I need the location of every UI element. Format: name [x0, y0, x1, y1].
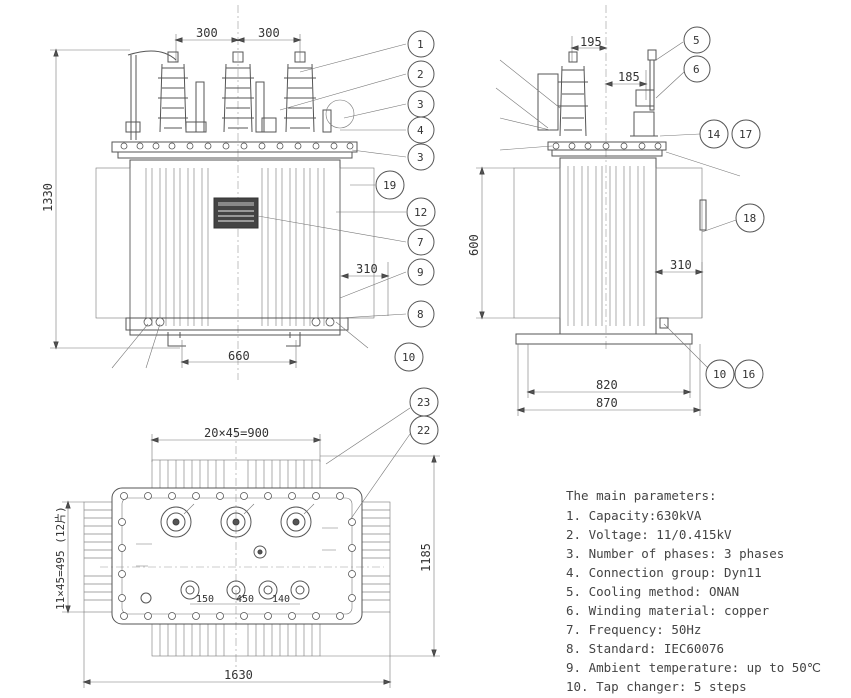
parameter-item: 7. Frequency: 50Hz	[566, 622, 701, 637]
callout-17: 17	[739, 128, 752, 141]
callout-2: 2	[417, 68, 424, 81]
radiator-fins-front	[145, 168, 325, 326]
callout-9: 9	[417, 266, 424, 279]
callout-10-front: 10	[402, 351, 415, 364]
callout-16: 16	[742, 368, 755, 381]
callout-5: 5	[693, 34, 700, 47]
top-callouts: 23 22	[409, 387, 439, 445]
hv-bushings-top	[160, 503, 315, 538]
cover-bolts	[120, 142, 354, 150]
dim-150: 150	[196, 594, 214, 605]
dim-140: 140	[272, 594, 290, 605]
callout-19: 19	[383, 179, 396, 192]
callout-7: 7	[417, 236, 424, 249]
callout-10-side: 10	[713, 368, 726, 381]
callout-6: 6	[693, 63, 700, 76]
dim-1630: 1630	[224, 668, 253, 682]
callout-12: 12	[414, 206, 427, 219]
parameter-item: 3. Number of phases: 3 phases	[566, 546, 784, 561]
dim-1330: 1330	[41, 183, 55, 212]
dim-1185: 1185	[419, 543, 433, 572]
callout-18: 18	[743, 212, 756, 225]
callout-23: 23	[417, 396, 430, 409]
dim-600: 600	[467, 234, 481, 256]
callout-8: 8	[417, 308, 424, 321]
dim-310-front: 310	[356, 262, 378, 276]
lv-bushings-top	[180, 580, 310, 600]
dim-310-side: 310	[670, 258, 692, 272]
top-view: 20×45=900	[54, 407, 440, 688]
dim-300-right: 300	[258, 26, 280, 40]
dim-195: 195	[580, 35, 602, 49]
callout-22: 22	[417, 424, 430, 437]
parameters-heading: The main parameters:	[566, 488, 717, 503]
dim-20x45: 20×45=900	[204, 426, 269, 440]
dim-820: 820	[596, 378, 618, 392]
dim-660: 660	[228, 349, 250, 363]
parameter-item: 9. Ambient temperature: up to 50℃	[566, 660, 821, 675]
parameter-item: 6. Winding material: copper	[566, 603, 770, 618]
front-view: 300 300 1330	[41, 5, 407, 380]
parameter-item: 2. Voltage: 11/0.415kV	[566, 527, 732, 542]
hv-bushing-right	[284, 51, 316, 133]
dim-11x45: 11×45=495 (12片)	[54, 506, 67, 610]
callout-14: 14	[707, 128, 721, 141]
parameter-item: 1. Capacity:630kVA	[566, 508, 702, 523]
callout-4: 4	[417, 124, 424, 137]
dim-450: 450	[236, 594, 254, 605]
tank-body	[129, 159, 341, 336]
side-callouts: 5 6 14 17 18 10 16	[683, 26, 765, 389]
radiator-fins-side	[567, 166, 645, 326]
left-fins	[83, 501, 113, 613]
parameter-item: 8. Standard: IEC60076	[566, 641, 724, 656]
parameters-list: The main parameters: 1. Capacity:630kVA …	[566, 488, 821, 694]
hv-bushing-left	[158, 51, 188, 133]
callout-1: 1	[417, 38, 424, 51]
dim-185: 185	[618, 70, 640, 84]
dim-300-left: 300	[196, 26, 218, 40]
top-cover-bolts	[118, 492, 356, 620]
parameter-item: 4. Connection group: Dyn11	[566, 565, 762, 580]
top-fins	[151, 459, 321, 489]
side-view: 195 185	[467, 5, 741, 416]
callout-3b: 3	[417, 151, 424, 164]
dim-870: 870	[596, 396, 618, 410]
parameter-item: 10. Tap changer: 5 steps	[566, 679, 747, 694]
callout-3: 3	[417, 98, 424, 111]
front-callouts: 1 2 3 4 3 19 12 7 9 8 10	[375, 30, 436, 372]
right-fins	[361, 501, 391, 613]
parameter-item: 5. Cooling method: ONAN	[566, 584, 739, 599]
hv-bushing-center	[222, 51, 254, 133]
